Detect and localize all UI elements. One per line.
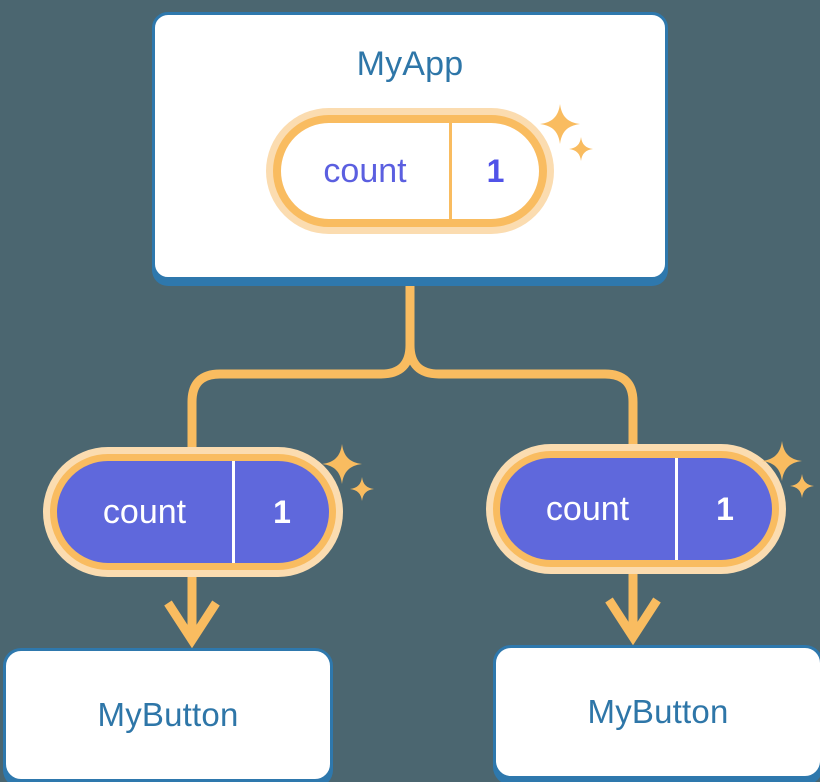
state-value-label: 1 (716, 490, 734, 527)
connector-branch-left (187, 340, 415, 452)
state-value-label: 1 (273, 493, 291, 530)
component-title-mybutton: MyButton (587, 693, 729, 730)
component-title-mybutton: MyButton (97, 696, 239, 733)
state-key-label: count (500, 458, 678, 560)
sparkle-small-icon (350, 477, 374, 501)
state-key-label: count (281, 123, 452, 219)
state-pill-myapp[interactable]: count 1 (266, 108, 554, 234)
sparkle-small-icon (569, 137, 593, 161)
state-value-label: 1 (486, 152, 505, 189)
sparkle-large-icon (540, 104, 580, 144)
state-pill-body: count 1 (493, 451, 779, 567)
state-pill-body: count 1 (50, 454, 336, 570)
component-card-mybutton-left[interactable]: MyButton (3, 648, 333, 782)
component-card-mybutton-right[interactable]: MyButton (493, 645, 820, 779)
state-pill-left[interactable]: count 1 (43, 447, 343, 577)
component-title-myapp: MyApp (356, 45, 464, 83)
arrow-head-right-icon (605, 597, 661, 646)
state-pill-right[interactable]: count 1 (486, 444, 786, 574)
state-pill-body: count 1 (273, 115, 547, 227)
state-key-label: count (57, 461, 235, 563)
arrow-head-left-icon (164, 600, 220, 649)
sparkle-large-icon (762, 441, 802, 481)
connector-branch-right (405, 340, 638, 451)
sparkle-large-icon (322, 444, 362, 484)
sparkle-small-icon (790, 474, 814, 498)
